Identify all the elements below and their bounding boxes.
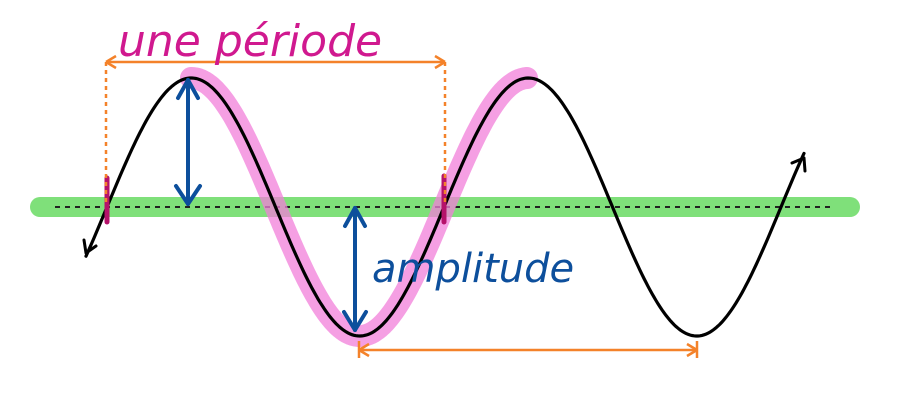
period-bracket-bottom bbox=[357, 341, 699, 358]
amplitude-arrow-bottom bbox=[342, 206, 368, 332]
left-arrow-icon bbox=[82, 238, 98, 255]
period-label: une période bbox=[118, 16, 382, 67]
amplitude-label: amplitude bbox=[372, 246, 574, 292]
period-bracket-top bbox=[104, 54, 447, 205]
right-arrow-icon bbox=[790, 156, 807, 173]
amplitude-arrow-top bbox=[174, 78, 202, 206]
